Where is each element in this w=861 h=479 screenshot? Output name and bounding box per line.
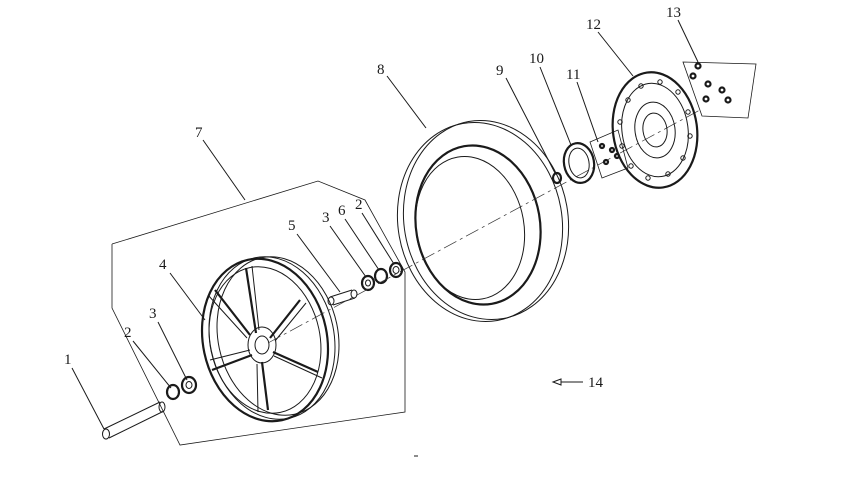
callout-2-left: 2 (124, 325, 132, 341)
callout-12: 12 (586, 17, 601, 33)
brake-disc-part-12 (611, 71, 699, 189)
callout-11: 11 (566, 67, 580, 83)
bolts-part-13 (682, 61, 757, 119)
callout-3-left: 3 (149, 306, 157, 322)
callout-3-right: 3 (322, 210, 330, 226)
seal-part-2-right (388, 261, 404, 279)
tyre-part-8 (396, 119, 570, 323)
axle-part-1 (102, 401, 166, 440)
callout-13: 13 (666, 5, 681, 21)
callout-9: 9 (496, 63, 504, 79)
ring-part-10 (562, 142, 596, 184)
callout-5: 5 (288, 218, 296, 234)
bearing-part-3-right (360, 274, 376, 292)
leader-lines (71, 19, 699, 430)
seal-part-2-left (165, 383, 181, 401)
callout-1: 1 (64, 352, 72, 368)
wheel-rim (200, 256, 340, 423)
bearing-part-3-left (180, 375, 198, 395)
callout-14: 14 (588, 375, 604, 391)
spacer-part-9 (551, 171, 563, 185)
assembly-7-bracket (111, 180, 406, 446)
wheel-axis-line (267, 109, 701, 344)
part-6-ring (373, 267, 389, 285)
callout-8: 8 (377, 62, 385, 78)
bolts-part-11 (589, 129, 629, 179)
callout-2-right: 2 (355, 197, 363, 213)
callout-10: 10 (529, 51, 544, 67)
disc-holes (617, 79, 693, 181)
spacer-part-5 (327, 289, 358, 306)
callout-7: 7 (195, 125, 203, 141)
arrow-part-14 (551, 378, 583, 386)
callout-6: 6 (338, 203, 346, 219)
callout-4: 4 (159, 257, 167, 273)
callout-numbers: 1 2 3 4 5 3 6 2 7 8 9 10 11 12 13 14 (64, 5, 681, 391)
